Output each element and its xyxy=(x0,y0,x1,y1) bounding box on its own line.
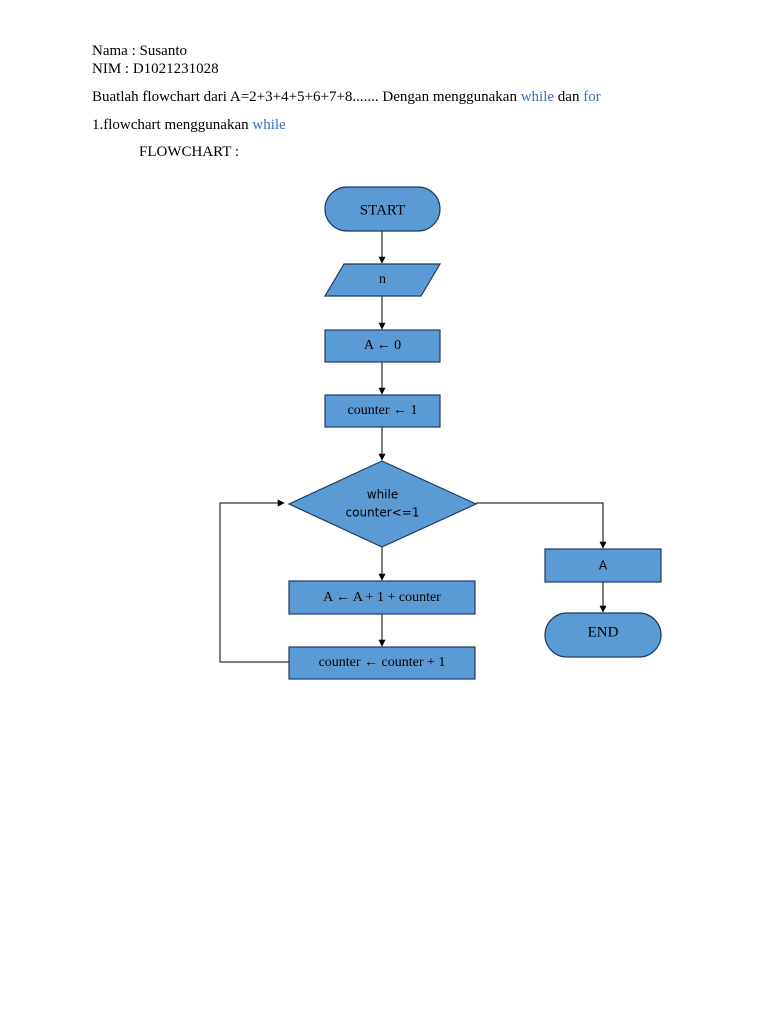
init-a-process xyxy=(324,329,441,363)
update-counter-process xyxy=(288,646,476,680)
nim-line: NIM : D1021231028 xyxy=(92,61,219,77)
section-keyword-while: while xyxy=(252,117,286,133)
section-heading: 1.flowchart menggunakan while xyxy=(92,116,286,134)
task-conjunction: dan xyxy=(554,89,584,105)
output-process xyxy=(544,548,662,583)
decision-label-line1: while xyxy=(367,488,398,502)
update-a-process xyxy=(288,580,476,615)
input-label: n xyxy=(379,272,386,287)
update-a-label: A ← A + 1 + counter xyxy=(323,590,441,605)
connector-loop-back xyxy=(219,499,289,663)
decision-label-line2: counter<=1 xyxy=(346,506,420,520)
init-a-label: A ← 0 xyxy=(364,338,401,353)
end-label: END xyxy=(588,624,619,640)
init-counter-label: counter ← 1 xyxy=(348,403,418,418)
while-decision xyxy=(287,460,478,548)
update-counter-label: counter ← counter + 1 xyxy=(319,655,446,670)
flowchart-label: FLOWCHART : xyxy=(139,144,240,160)
name-line: Nama : Susanto xyxy=(92,43,187,59)
output-label: A xyxy=(599,559,608,573)
connector-decision-output xyxy=(476,502,607,549)
init-counter-process xyxy=(324,394,441,428)
start-terminator xyxy=(324,186,441,232)
task-keyword-for: for xyxy=(583,89,601,105)
start-label: START xyxy=(360,202,405,218)
input-parallelogram xyxy=(323,263,442,297)
section-heading-text: 1.flowchart menggunakan xyxy=(92,117,253,133)
task-text: Buatlah flowchart dari A=2+3+4+5+6+7+8..… xyxy=(92,89,521,105)
task-keyword-while: while xyxy=(520,89,555,105)
task-statement: Buatlah flowchart dari A=2+3+4+5+6+7+8..… xyxy=(92,88,601,106)
end-terminator xyxy=(544,612,662,658)
